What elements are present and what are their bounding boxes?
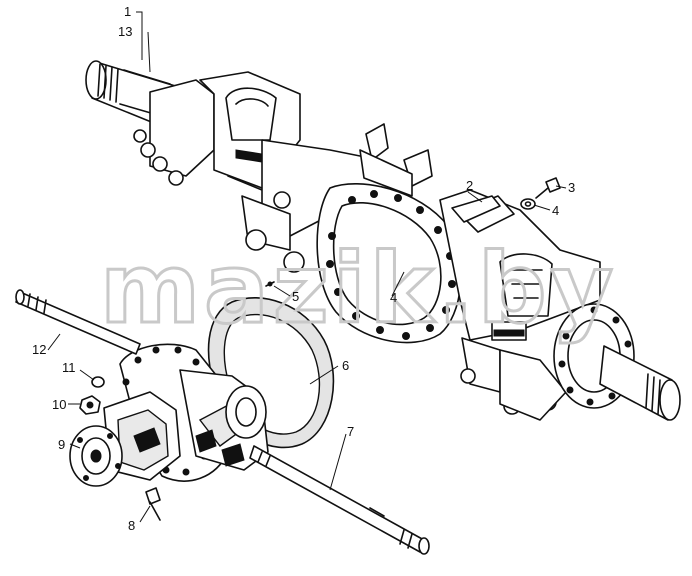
stud-part-5 [265,281,275,287]
callout-5: 5 [292,289,299,304]
callout-6: 6 [342,358,349,373]
callout-2: 2 [466,178,473,193]
half-shaft-part-12 [15,289,141,355]
callout-4-center: 4 [390,290,397,305]
banjo-bolt-holes [326,190,456,340]
callout-7: 7 [347,424,354,439]
axle-housing [85,60,681,421]
callout-labels: 1 13 2 3 4 4 5 6 7 8 9 10 11 12 [32,4,575,533]
callout-1: 1 [124,4,131,19]
bolt-part-3 [535,177,561,199]
callout-13: 13 [118,24,132,39]
callout-9: 9 [58,437,65,452]
callout-leaders [47,11,567,523]
left-tube-splines [97,63,119,103]
differential-assembly [69,343,269,521]
nut-part-10 [79,395,101,415]
half-shaft-part-7 [249,445,430,555]
callout-11: 11 [62,360,76,375]
watermark-text: mazik.by [100,233,617,345]
bolt-part-8 [145,487,161,521]
companion-flange-part-9 [69,425,123,487]
washer-part-11 [91,376,105,388]
callout-8: 8 [128,518,135,533]
callout-10: 10 [52,397,66,412]
callout-12: 12 [32,342,46,357]
washer-part-4 [520,198,536,210]
callout-3: 3 [568,180,575,195]
callout-4-right: 4 [552,203,559,218]
right-tube-splines [645,373,661,415]
